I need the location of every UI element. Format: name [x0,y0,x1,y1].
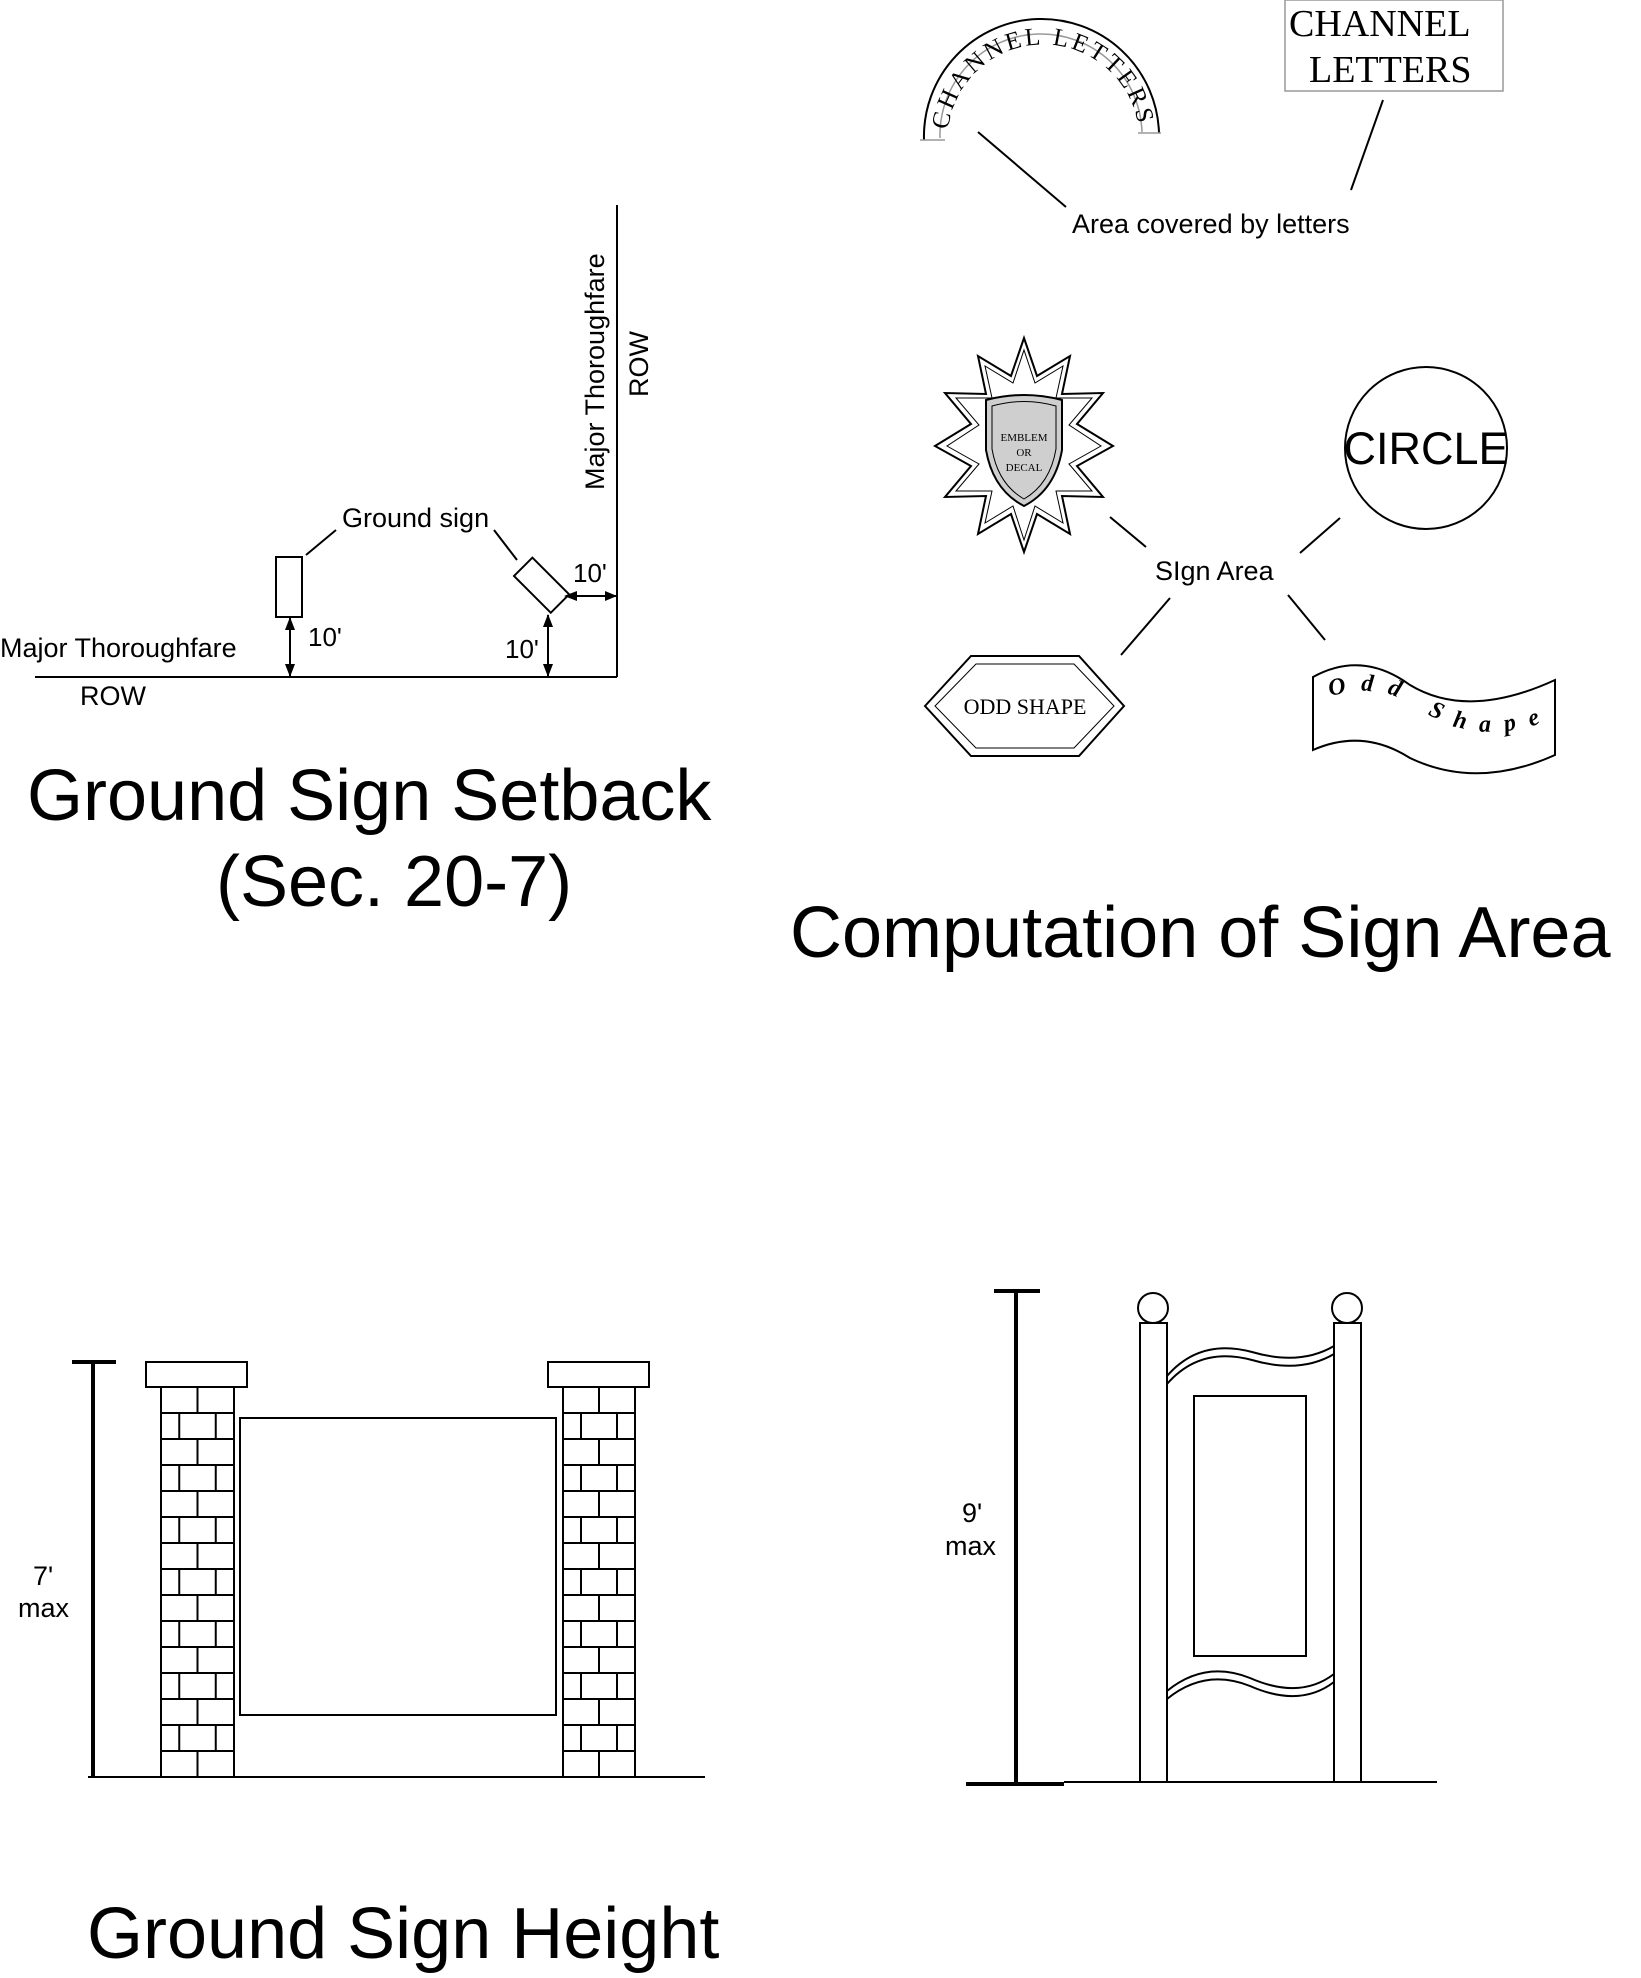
dim-7-unit: max [18,1593,70,1623]
arrow-left-icon [564,591,577,601]
dim-corner-side-label: 10' [573,558,607,588]
post-finial-left [1137,1292,1169,1324]
road-h-row: ROW [80,681,147,711]
emblem-line3: DECAL [1006,462,1043,474]
ground-sign-label: Ground sign [342,503,489,533]
road-v-label: Major Thoroughfare [580,253,610,490]
board-top-curve [1166,1345,1335,1377]
brick-pattern [161,1387,234,1777]
dim-left-label: 10' [308,622,342,652]
ground-sign-left [275,556,303,618]
arrow-down-icon [285,664,295,677]
odd-shape-wave [1312,664,1556,775]
sign-board-panel [1193,1395,1307,1657]
board-bottom-curve [1166,1670,1335,1692]
arrow-down-icon [543,664,553,677]
leader-line [1120,597,1171,656]
sign-panel [239,1417,557,1716]
channel-letters-box [1284,0,1504,92]
arrow-right-icon [605,591,617,601]
emblem-shield [985,394,1063,508]
leader-line [977,131,1067,208]
channel-arc-inner [939,33,1143,139]
brick-pattern [563,1387,635,1777]
dim-9-unit: max [945,1531,997,1561]
road-v-row: ROW [624,331,654,398]
circle-text: CIRCLE [1343,423,1508,474]
circle-shape [1344,366,1508,530]
dim-corner-bottom-label: 10' [505,634,539,664]
starburst-outline [933,334,1115,556]
odd-shape-hexagon [923,655,1126,757]
height-title: Ground Sign Height [87,1894,719,1974]
post-left [1139,1322,1168,1783]
post-finial-right [1331,1292,1363,1324]
sign-area-label: SIgn Area [1155,556,1275,586]
area-title: Computation of Sign Area [790,893,1611,973]
leader-line [1109,516,1147,548]
leader-line [1350,99,1384,191]
leader-line [493,529,518,561]
channel-arc-text: CHANNEL LETTERS [927,23,1159,131]
setback-diagram: Major Thoroughfare ROW Major Thoroughfar… [0,205,712,922]
setback-title-line2: (Sec. 20-7) [216,842,572,922]
emblem-line2: OR [1016,447,1032,459]
ground-sign-corner [512,556,571,615]
leader-line [305,529,337,556]
letters-label: Area covered by letters [1072,209,1350,239]
emblem-line1: EMBLEM [1000,432,1047,444]
dim-7-value: 7' [33,1561,53,1591]
dim-9-value: 9' [962,1498,982,1528]
sign-area-diagram: CHANNEL LETTERS CHANNEL LETTERS Area cov… [790,0,1611,973]
channel-box-line1: CHANNEL [1289,3,1471,45]
channel-arc-outline [922,17,1160,141]
height-diagram-post: 9' max [945,1289,1437,1786]
leader-line [1299,517,1341,554]
channel-box-line2: LETTERS [1309,49,1472,91]
leader-line [1287,594,1326,641]
height-diagram-brick: 7' max Ground Sign Height [18,1360,719,1974]
pillar-cap-right [547,1361,650,1388]
odd-shape-text: ODD SHAPE [964,694,1087,719]
setback-title-line1: Ground Sign Setback [27,756,712,836]
arrow-up-icon [543,614,553,627]
post-right [1333,1322,1362,1783]
pillar-cap-left [145,1361,248,1388]
odd-shape-wave-text: Odd Shape [1326,670,1556,737]
road-h-label: Major Thoroughfare [0,633,237,663]
arrow-up-icon [285,617,295,630]
